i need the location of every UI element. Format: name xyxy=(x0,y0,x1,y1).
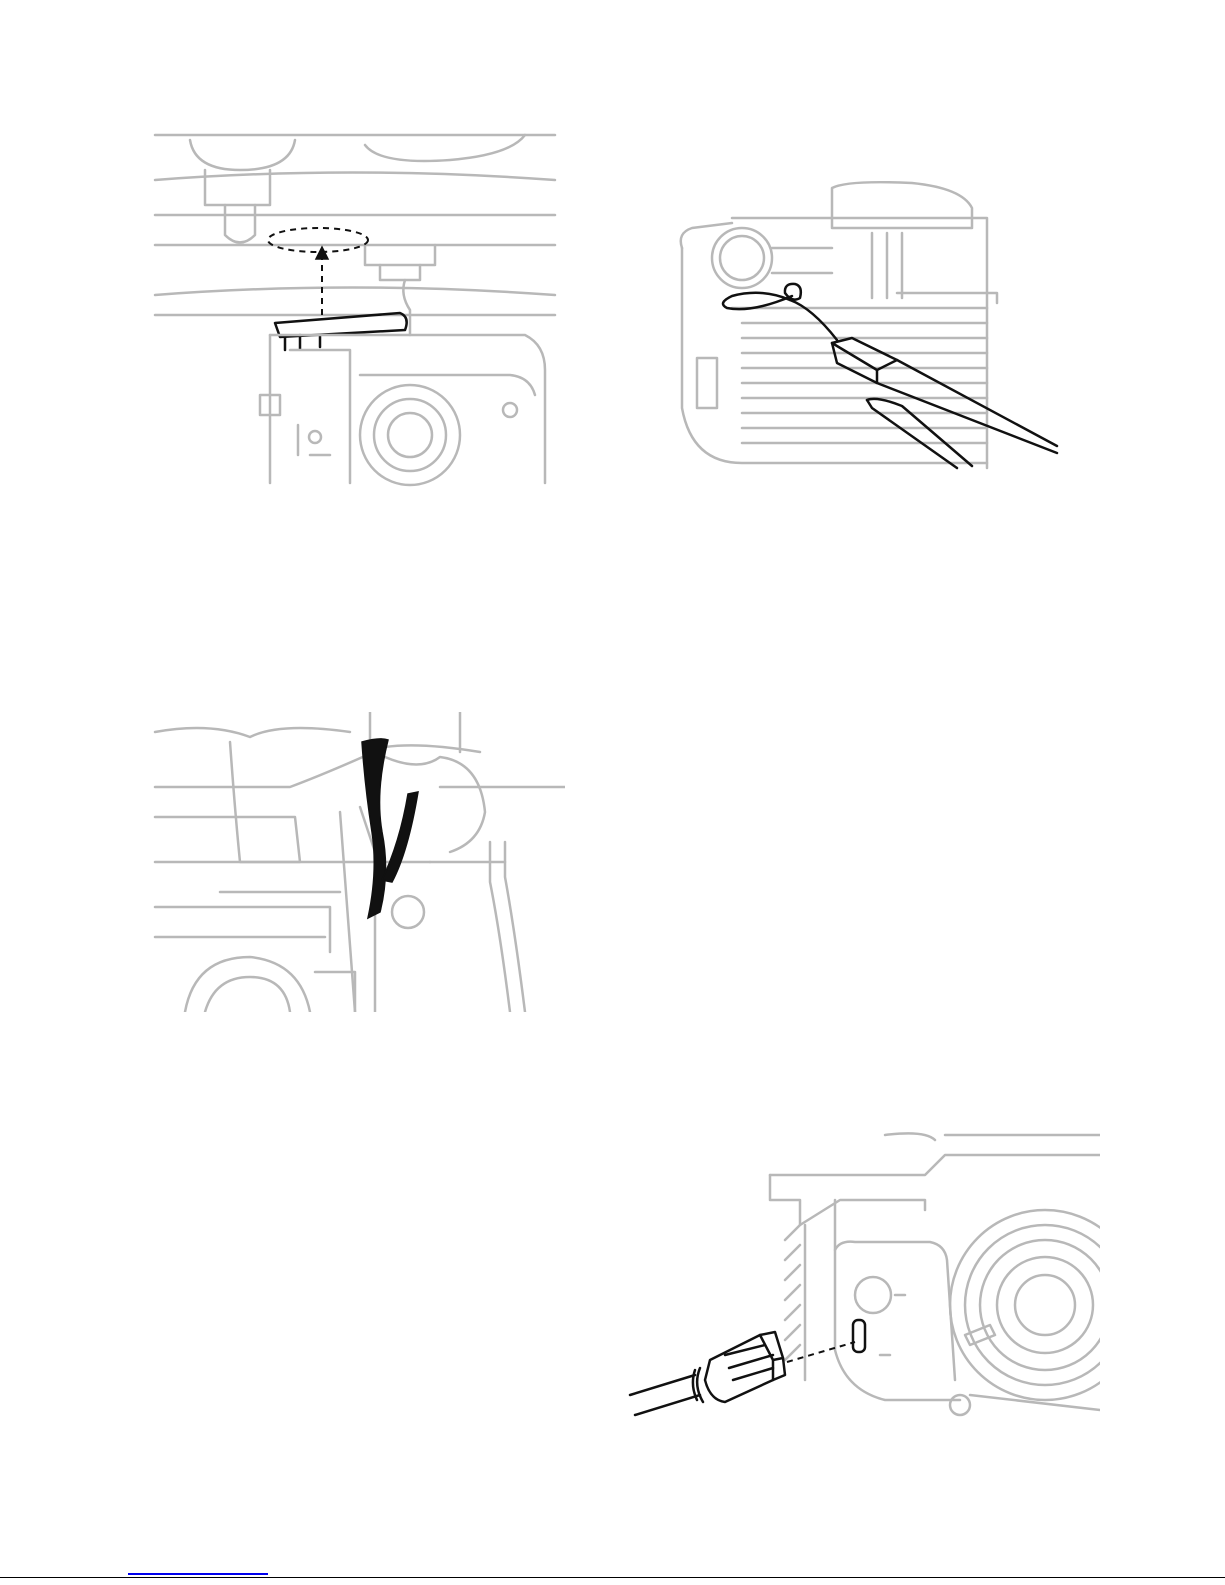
footer-divider xyxy=(0,1577,1225,1578)
figure-lanyard xyxy=(672,178,1062,473)
footer-link-underline[interactable] xyxy=(128,1573,268,1575)
figure-gimbal-mount xyxy=(150,125,560,487)
figure-strap xyxy=(150,712,565,1012)
usb-connect-illustration-icon xyxy=(625,1130,1100,1440)
gimbal-attach-illustration-icon xyxy=(150,125,560,487)
lens-cap-lanyard-illustration-icon xyxy=(672,178,1062,473)
figure-usb xyxy=(625,1130,1100,1440)
strap-secure-illustration-icon xyxy=(150,712,565,1012)
